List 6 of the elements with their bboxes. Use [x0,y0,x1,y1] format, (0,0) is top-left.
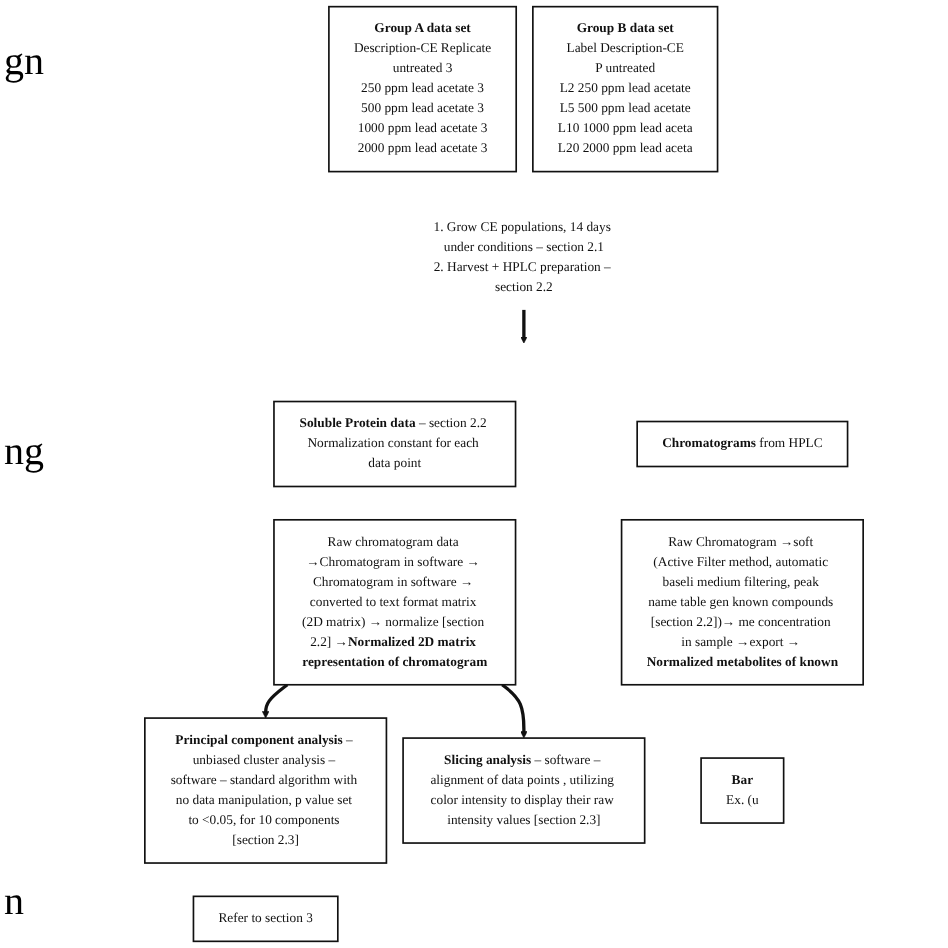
section-heading: gn [4,40,44,86]
section-heading: n [4,880,24,926]
arrow [261,683,289,719]
arrow [520,309,528,344]
arrow [501,683,528,739]
section-heading: ng [4,430,44,476]
